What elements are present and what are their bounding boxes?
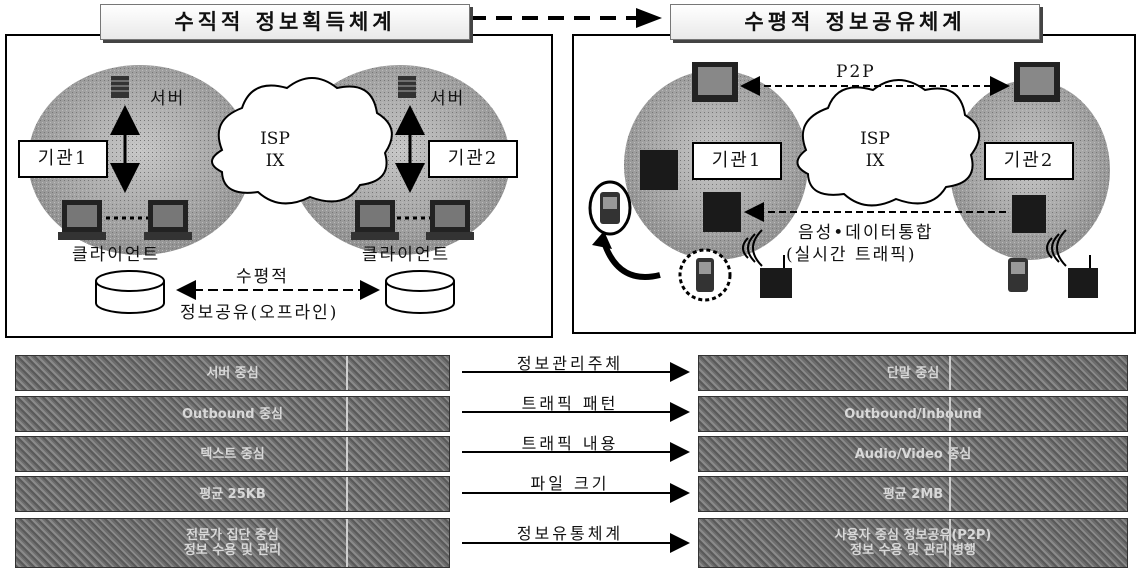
isp-label-left: ISP <box>260 129 290 149</box>
ix-label-left: IX <box>265 151 285 171</box>
left-bar-1: 서버 중심 <box>15 355 450 391</box>
right-bar-2-text: Outbound/Inbound <box>844 406 982 422</box>
database-left-1 <box>95 270 165 314</box>
right-bar-4: 평균 2MB <box>698 476 1128 512</box>
org1-box-right: 기관1 <box>692 142 782 180</box>
left-bar-4: 평균 25KB <box>15 476 450 512</box>
client-label-1: 클라이언트 <box>72 245 161 265</box>
client-monitor-1 <box>58 200 106 240</box>
left-panel <box>5 34 553 338</box>
compare-label-4: 파일 크기 <box>530 474 610 493</box>
p2p-terminal-1 <box>692 62 738 102</box>
org2-box-right: 기관2 <box>984 142 1074 180</box>
isp-label-right: ISP <box>860 129 890 149</box>
left-bar-2: Outbound 중심 <box>15 396 450 432</box>
database-left-2 <box>385 270 455 314</box>
ix-label-right: IX <box>865 151 885 171</box>
mobile-phone-1 <box>588 180 632 236</box>
right-bar-4-text: 평균 2MB <box>882 486 944 502</box>
client-label-2: 클라이언트 <box>362 245 451 265</box>
compare-label-2: 트래픽 패턴 <box>521 394 619 413</box>
terminal-dark-1 <box>640 150 678 190</box>
right-bar-1-text: 단말 중심 <box>886 365 940 381</box>
isp-ix-label-left: ISP IX <box>240 128 310 172</box>
right-bar-2: Outbound/Inbound <box>698 396 1128 432</box>
server-left-2 <box>398 76 416 98</box>
right-bar-3: Audio/Video 중심 <box>698 436 1128 472</box>
right-bar-5-text-1: 사용자 중심 정보공유(P2P) <box>834 528 992 543</box>
right-panel-title: 수평적 정보공유체계 <box>670 4 1040 40</box>
radio-waves-2 <box>1046 229 1067 267</box>
client-monitor-4 <box>426 200 474 240</box>
org1-box-left: 기관1 <box>18 140 108 178</box>
p2p-label: P2P <box>836 62 876 82</box>
isp-cloud-left <box>211 77 393 205</box>
mobile-phone-3 <box>1008 258 1028 292</box>
right-bar-5: 사용자 중심 정보공유(P2P)정보 수용 및 관리 병행 <box>698 518 1128 568</box>
left-bar-1-text: 서버 중심 <box>206 365 259 381</box>
server-label-2: 서버 <box>430 89 466 109</box>
left-bar-5-text-2: 정보 수용 및 관리 <box>183 543 282 558</box>
base-station-1 <box>760 255 792 298</box>
terminal-dark-2 <box>703 192 741 232</box>
voice-data-label-2: (실시간 트래픽) <box>786 245 917 265</box>
server-left-1 <box>111 76 129 98</box>
right-bar-1: 단말 중심 <box>698 355 1128 391</box>
compare-label-1: 정보관리주체 <box>516 354 624 373</box>
right-bar-3-text: Audio/Video 중심 <box>854 446 972 462</box>
left-panel-title: 수직적 정보획득체계 <box>100 4 470 40</box>
offline-sharing-label-2: 정보공유(오프라인) <box>180 303 339 323</box>
client-monitor-3 <box>351 200 399 240</box>
left-bar-4-text: 평균 25KB <box>199 486 266 502</box>
right-bar-5-text-2: 정보 수용 및 관리 병행 <box>850 543 976 558</box>
left-bar-5-text-1: 전문가 집단 중심 <box>186 528 279 543</box>
terminal-dark-3 <box>1012 195 1046 233</box>
voice-data-label-1: 음성•데이터통합 <box>798 223 934 243</box>
isp-ix-label-right: ISP IX <box>840 128 910 172</box>
offline-sharing-label-1: 수평적 <box>236 267 289 287</box>
p2p-terminal-2 <box>1014 62 1060 102</box>
org2-box-left: 기관2 <box>428 140 518 178</box>
left-bar-2-text: Outbound 중심 <box>181 406 284 422</box>
left-bar-3: 텍스트 중심 <box>15 436 450 472</box>
left-bar-3-text: 텍스트 중심 <box>200 446 265 462</box>
radio-waves-1 <box>742 229 763 267</box>
compare-label-5: 정보유통체계 <box>516 524 624 543</box>
base-station-2 <box>1068 255 1098 298</box>
compare-label-3: 트래픽 내용 <box>521 434 619 453</box>
mobile-phone-2 <box>678 248 732 302</box>
server-label-1: 서버 <box>150 89 186 109</box>
client-monitor-2 <box>144 200 192 240</box>
handover-arrow <box>602 243 661 280</box>
